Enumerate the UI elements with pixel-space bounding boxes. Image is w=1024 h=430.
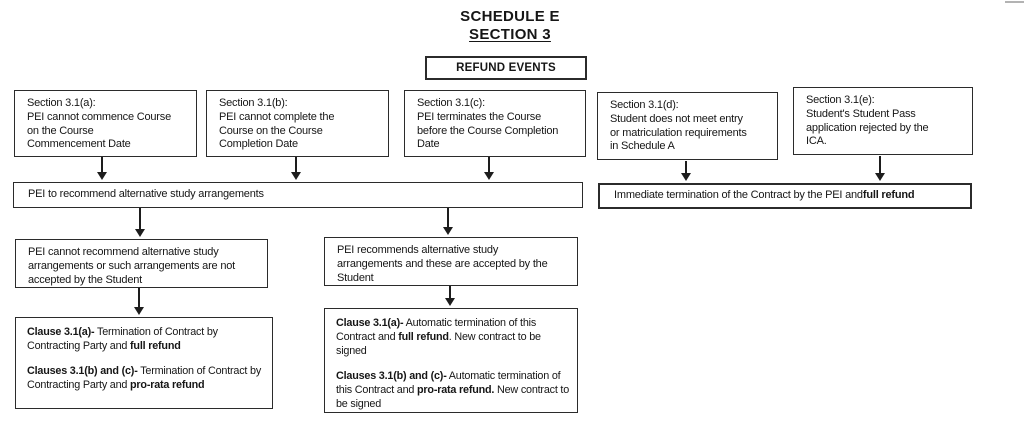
event-box-3-1d: Section 3.1(d): Student does not meet en… <box>597 92 778 160</box>
arrow-recommend-mid-down <box>442 208 454 235</box>
arrow-event-b-down <box>290 157 302 180</box>
arrow-event-d-down <box>680 161 692 181</box>
arrow-event-e-down <box>874 156 886 181</box>
event-box-3-1b: Section 3.1(b): PEI cannot complete the … <box>206 90 389 157</box>
alternative-accepted-box: PEI recommends alternative study arrange… <box>324 237 578 286</box>
immediate-termination-text: Immediate termination of the Contract by… <box>614 189 863 202</box>
arrow-event-c-down <box>483 157 495 180</box>
event-box-3-1a: Section 3.1(a): PEI cannot commence Cour… <box>14 90 197 157</box>
outcome-left-clause-a: Clause 3.1(a)- Termination of Contract b… <box>27 326 218 353</box>
recommend-arrangements-box: PEI to recommend alternative study arran… <box>13 182 583 208</box>
no-alternative-box: PEI cannot recommend alternative study a… <box>15 239 268 288</box>
arrow-recommend-left-down <box>134 208 146 237</box>
outcome-mid-clause-a: Clause 3.1(a)- Automatic termination of … <box>336 317 541 358</box>
event-box-3-1c: Section 3.1(c): PEI terminates the Cours… <box>404 90 586 157</box>
event-box-3-1e: Section 3.1(e): Student's Student Pass a… <box>793 87 973 155</box>
arrow-no-alternative-down <box>133 288 145 315</box>
scan-artifact <box>1005 1 1024 3</box>
immediate-termination-box: Immediate termination of the Contract by… <box>598 183 972 209</box>
outcome-termination-box: Clause 3.1(a)- Termination of Contract b… <box>15 317 273 409</box>
schedule-title: SCHEDULE E <box>460 8 560 25</box>
section-title: SECTION 3 <box>469 26 551 43</box>
arrow-event-a-down <box>96 157 108 180</box>
outcome-mid-clauses-bc: Clauses 3.1(b) and (c)- Automatic termin… <box>336 370 570 411</box>
refund-events-box: REFUND EVENTS <box>425 56 587 80</box>
outcome-left-clauses-bc: Clauses 3.1(b) and (c)- Termination of C… <box>27 365 262 392</box>
page-title: SCHEDULE E SECTION 3 <box>360 8 660 43</box>
outcome-automatic-termination-box: Clause 3.1(a)- Automatic termination of … <box>324 308 578 413</box>
arrow-alternative-accepted-down <box>444 286 456 306</box>
immediate-termination-bold: full refund <box>862 189 915 202</box>
